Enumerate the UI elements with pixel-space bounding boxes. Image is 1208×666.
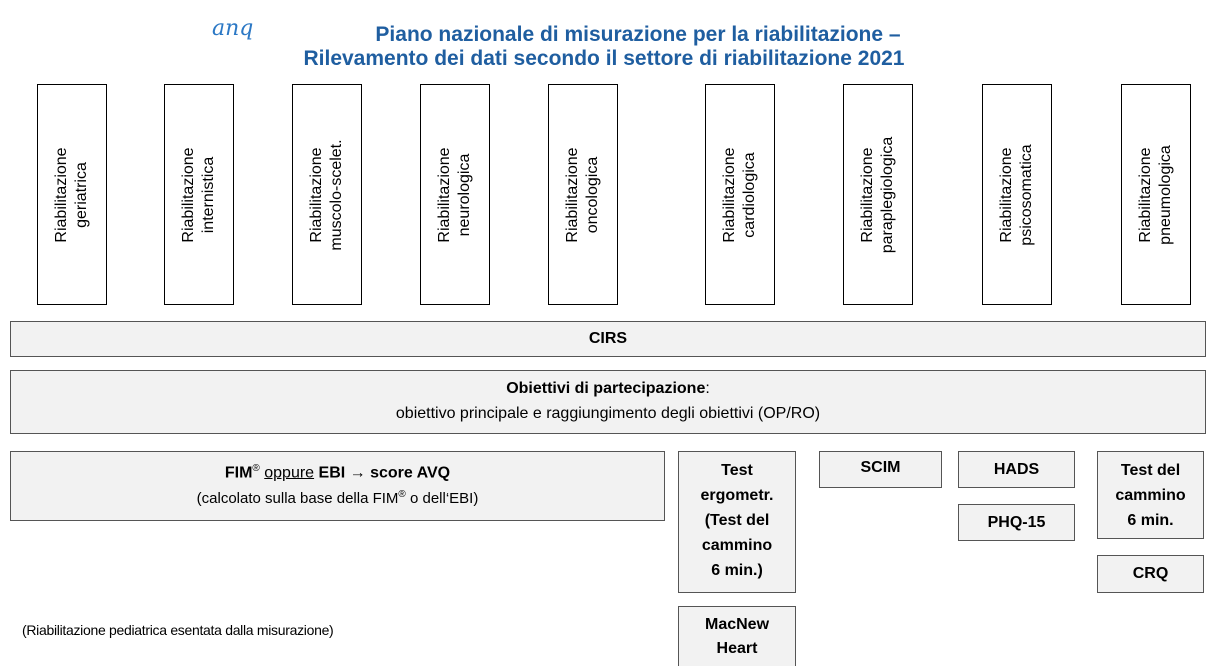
macnew-line: MacNew <box>704 616 770 633</box>
page-title-line1: Piano nazionale di misurazione per la ri… <box>375 23 901 46</box>
crq-box: CRQ <box>1097 555 1204 593</box>
fim-ebi-subtitle: (calcolato sulla base della FIM® o dell‘… <box>11 484 664 510</box>
sector-label-line2: neurologica <box>456 153 473 236</box>
fim-sub-reg: ® <box>398 489 406 501</box>
macnew-heart-box: MacNew Heart <box>678 606 796 666</box>
fim-reg-mark: ® <box>252 463 260 474</box>
cirs-label: CIRS <box>588 330 628 347</box>
macnew-line: Heart <box>716 640 758 657</box>
objectives-colon: : <box>705 380 710 397</box>
sector-label-line1: Riabilitazione <box>859 146 876 243</box>
test-cammino-line: Test del <box>1120 462 1181 479</box>
sector-label: Riabilitazione pneumologica <box>1136 145 1176 245</box>
objectives-bar: Obiettivi di partecipazione: obiettivo p… <box>10 370 1206 434</box>
sector-label-line2: cardiologica <box>741 151 758 238</box>
objectives-title-text: Obiettivi di partecipazione <box>506 380 706 397</box>
sector-label: Riabilitazione paraplegiologica <box>858 136 898 253</box>
sector-label-line1: Riabilitazione <box>564 146 581 243</box>
fim-sub-post: o dell‘EBI) <box>405 490 479 508</box>
sector-label-line1: Riabilitazione <box>721 146 738 243</box>
sector-label-line2: pneumologica <box>1157 144 1174 245</box>
sector-label: Riabilitazione psicosomatica <box>997 144 1037 245</box>
sector-box-psicosomatica: Riabilitazione psicosomatica <box>982 84 1052 305</box>
test-cammino-line: 6 min. <box>1127 512 1174 529</box>
hads-box: HADS <box>958 451 1075 488</box>
fim-ebi-box: FIM® oppure EBI → score AVQ (calcolato s… <box>10 451 665 521</box>
scim-label: SCIM <box>860 459 901 476</box>
test-ergo-line: Test <box>721 462 753 479</box>
test-ergo-line: (Test del <box>704 512 770 529</box>
sector-label-line1: Riabilitazione <box>436 146 453 243</box>
page-title-line2: Rilevamento dei dati secondo il settore … <box>303 47 905 70</box>
hads-label: HADS <box>993 461 1040 478</box>
sector-box-cardiologica: Riabilitazione cardiologica <box>705 84 775 305</box>
sector-label: Riabilitazione cardiologica <box>720 147 760 242</box>
sector-box-neurologica: Riabilitazione neurologica <box>420 84 490 305</box>
pediatric-note: (Riabilitazione pediatrica esentata dall… <box>22 622 334 638</box>
sector-label: Riabilitazione muscolo-scelet. <box>307 139 347 250</box>
objectives-title: Obiettivi di partecipazione: <box>11 376 1205 401</box>
test-ergometr-box: Test ergometr. (Test del cammino 6 min.) <box>678 451 796 593</box>
sector-box-oncologica: Riabilitazione oncologica <box>548 84 618 305</box>
sector-label-line1: Riabilitazione <box>53 146 70 243</box>
sector-label-line1: Riabilitazione <box>308 146 325 243</box>
phq15-label: PHQ-15 <box>987 514 1046 531</box>
test-ergo-line: 6 min.) <box>711 562 763 579</box>
fim-ebi-line: FIM® oppure EBI → score AVQ <box>11 458 664 484</box>
sector-box-geriatrica: Riabilitazione geriatrica <box>37 84 107 305</box>
sector-box-muscolo-scelet: Riabilitazione muscolo-scelet. <box>292 84 362 305</box>
oppure-label: oppure <box>264 464 315 482</box>
test-ergo-line: cammino <box>701 537 773 554</box>
sector-label-line2: geriatrica <box>73 161 90 228</box>
crq-label: CRQ <box>1132 565 1169 582</box>
sector-label: Riabilitazione oncologica <box>563 147 603 242</box>
sector-box-paraplegiologica: Riabilitazione paraplegiologica <box>843 84 913 305</box>
scim-box: SCIM <box>819 451 942 488</box>
sector-label-line2: paraplegiologica <box>879 136 896 253</box>
test-cammino-box: Test del cammino 6 min. <box>1097 451 1204 539</box>
sector-box-pneumologica: Riabilitazione pneumologica <box>1121 84 1191 305</box>
sector-label: Riabilitazione geriatrica <box>52 147 92 242</box>
test-ergo-line: ergometr. <box>700 487 774 504</box>
sector-label-line2: muscolo-scelet. <box>328 138 345 251</box>
sector-label-line1: Riabilitazione <box>180 146 197 243</box>
sector-label: Riabilitazione internistica <box>179 147 219 242</box>
sector-label-line1: Riabilitazione <box>998 146 1015 243</box>
sector-box-internistica: Riabilitazione internistica <box>164 84 234 305</box>
sector-label-line1: Riabilitazione <box>1137 146 1154 243</box>
objectives-subtitle: obiettivo principale e raggiungimento de… <box>395 405 821 422</box>
sector-label-line2: oncologica <box>584 156 601 233</box>
ebi-avq-label: EBI → score AVQ <box>318 464 451 482</box>
test-cammino-line: cammino <box>1115 487 1186 504</box>
sector-label: Riabilitazione neurologica <box>435 147 475 242</box>
sector-label-line2: internistica <box>200 156 217 233</box>
sector-label-line2: psicosomatica <box>1018 143 1035 246</box>
fim-label: FIM <box>224 464 253 482</box>
cirs-bar: CIRS <box>10 321 1206 357</box>
phq15-box: PHQ-15 <box>958 504 1075 541</box>
anq-logo: anq <box>212 16 254 41</box>
fim-sub-pre: (calcolato sulla base della FIM <box>196 490 399 508</box>
